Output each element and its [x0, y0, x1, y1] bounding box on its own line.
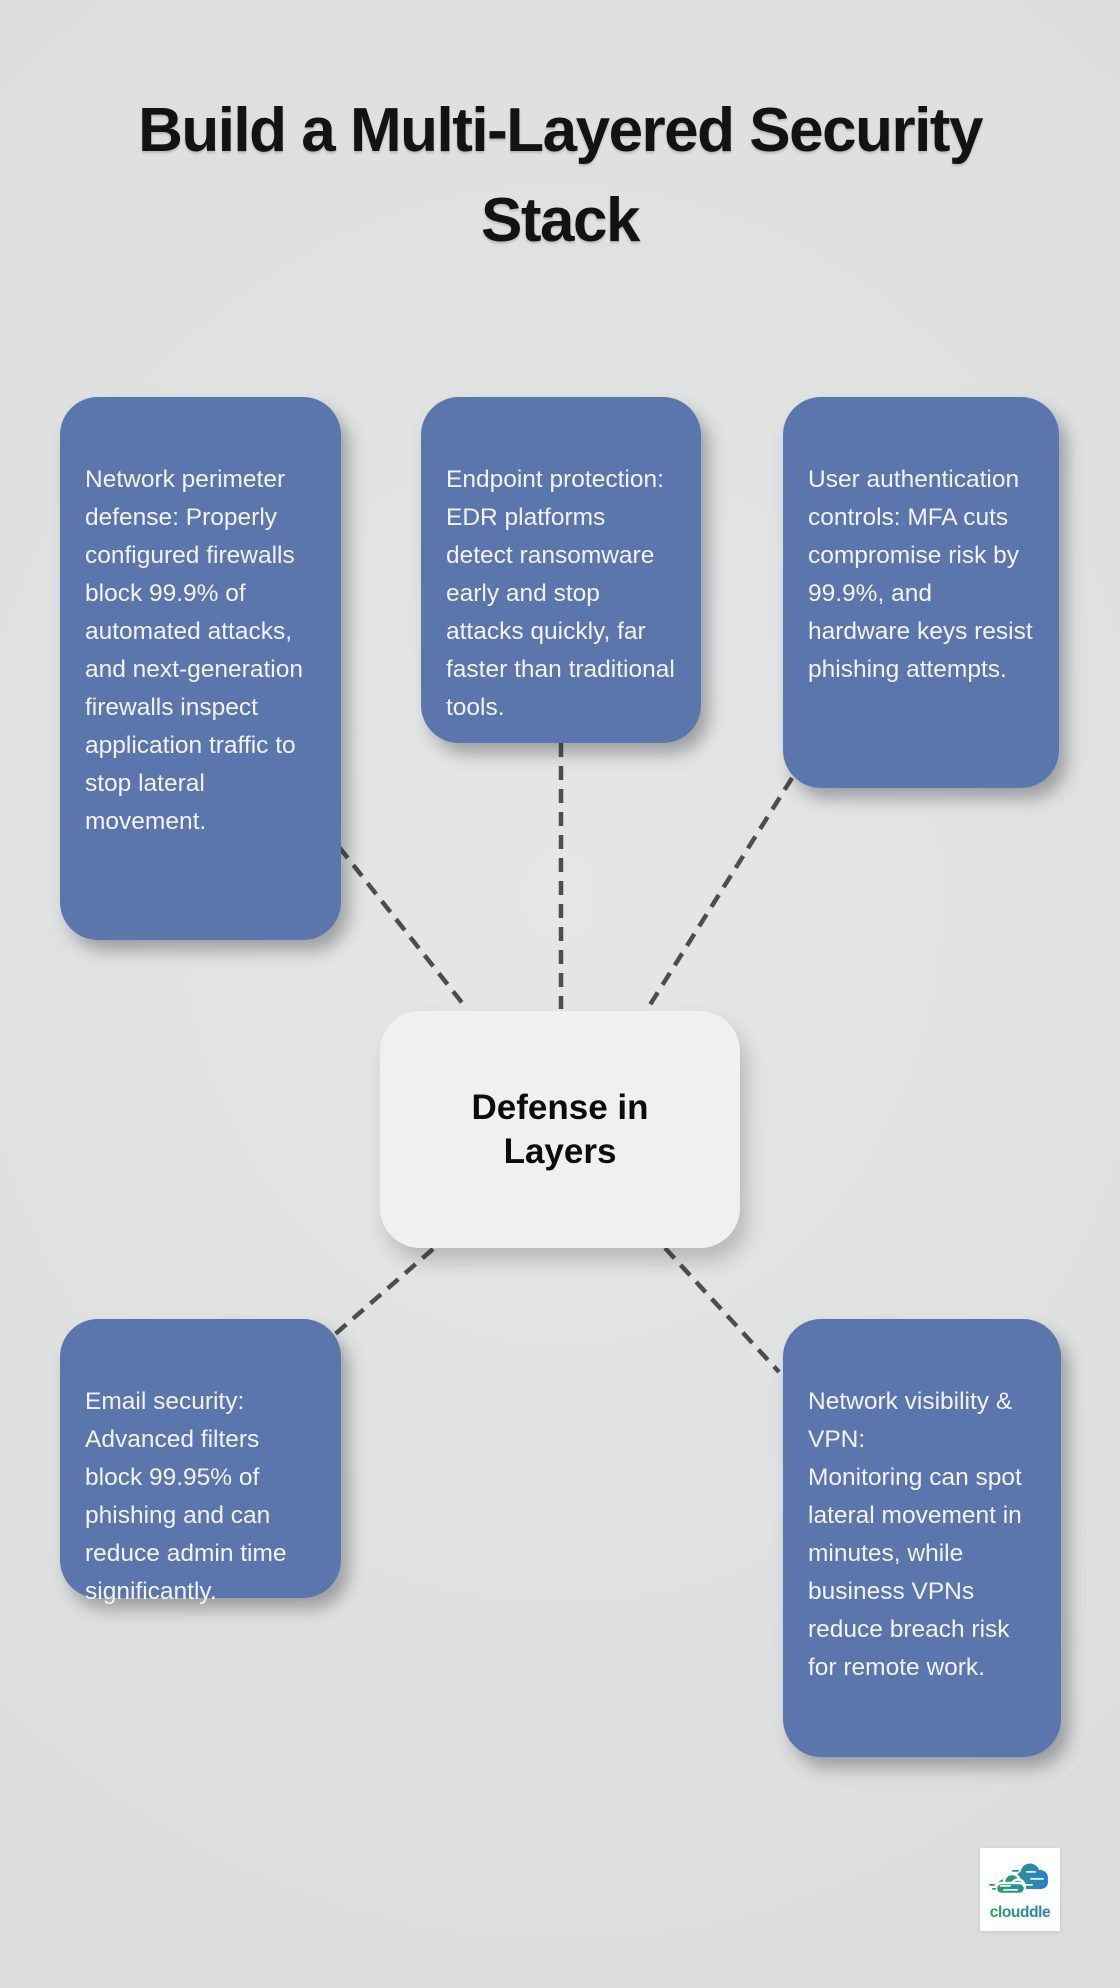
cloud-logo-icon: clouddle	[989, 1863, 1051, 1921]
node-card-endpoint-protection: Endpoint protection: EDR platforms detec…	[421, 397, 701, 743]
node-card-user-authentication-controls: User authentication controls: MFA cuts c…	[783, 397, 1059, 788]
logo: clouddle	[980, 1848, 1060, 1931]
connector-line-4	[331, 1247, 435, 1338]
node-card-network-perimeter-defense: Network perimeter defense: Properly conf…	[60, 397, 341, 940]
connector-line-5	[663, 1246, 781, 1374]
node-text: Email security: Advanced filters block 9…	[85, 1388, 287, 1605]
node-text: Network perimeter defense: Properly conf…	[85, 466, 303, 835]
logo-text: clouddle	[990, 1904, 1051, 1921]
connector-line-3	[646, 776, 794, 1010]
node-card-network-visibility-vpn: Network visibility & VPN: Monitoring can…	[783, 1319, 1061, 1757]
page-title: Build a Multi-Layered Security Stack	[138, 96, 983, 255]
node-text: Endpoint protection: EDR platforms detec…	[446, 466, 675, 721]
node-card-email-security: Email security: Advanced filters block 9…	[60, 1319, 341, 1605]
node-text: User authentication controls: MFA cuts c…	[808, 466, 1033, 683]
center-node: Defense in Layers	[380, 1011, 740, 1248]
connector-line-1	[337, 845, 469, 1011]
node-text: Network visibility & VPN: Monitoring can…	[808, 1388, 1022, 1681]
center-node-label: Defense in Layers	[471, 1087, 649, 1171]
